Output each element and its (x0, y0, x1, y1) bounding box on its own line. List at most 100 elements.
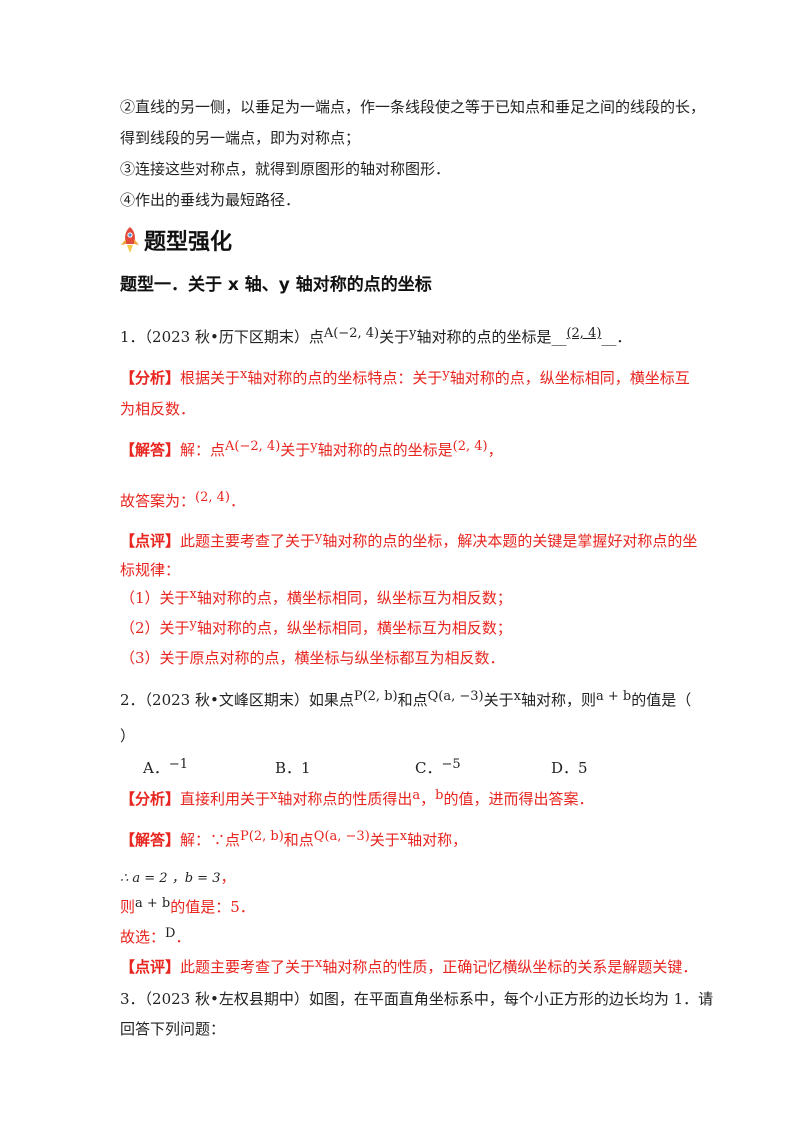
option-c-value: −5 (441, 757, 461, 772)
q2-comment: 【点评】此题主要考查了关于x轴对称点的性质，正确记忆横纵坐标的关系是解题关键． (120, 956, 697, 980)
option-b[interactable]: B．1 (275, 757, 311, 778)
option-d-value: 5 (578, 759, 588, 777)
q1-answer: (2, 4) (566, 326, 602, 341)
option-d[interactable]: D．5 (551, 757, 588, 778)
q2-solution-q: Q(a, −3) (313, 829, 370, 844)
q1-rule2-a: （2）关于 (120, 619, 190, 637)
q1-axis: y (409, 326, 417, 341)
q1-rule1-b: 轴对称的点，横坐标相同，纵坐标互为相反数； (196, 589, 512, 607)
q1-mid2: 轴对称的点的坐标是 (416, 328, 552, 346)
option-a-label: A． (143, 759, 169, 777)
q1-solution-ans: (2, 4) (452, 439, 488, 454)
q1-blank-pre: __ (551, 328, 567, 346)
q1-comment-cont: 标规律： (120, 561, 181, 579)
q1-solution-d: ， (487, 441, 503, 459)
q1-rule2-b: 轴对称的点，纵坐标相同，横坐标互为相反数； (196, 619, 512, 637)
q2-point-q: Q(a, −3) (427, 689, 484, 704)
q2-comment-tag: 【点评】 (120, 958, 181, 976)
q2-analysis-c: ， (420, 790, 436, 808)
q1-rule2-y: y (189, 617, 197, 632)
q2-analysis-x: x (270, 788, 278, 803)
q1-rule-2: （2）关于y轴对称的点，纵坐标相同，横坐标互为相反数； (120, 617, 690, 641)
q2-then-b: 的值是：5． (170, 898, 255, 916)
q2-point-p: P(2, b) (353, 689, 398, 704)
q2-therefore-a: ∴ a = 2 ， (120, 871, 185, 886)
q2-solution: 【解答】解：∵点P(2, b)和点Q(a, −3)关于x轴对称， (120, 829, 690, 853)
q1-analysis-cont: 为相反数． (120, 400, 196, 418)
q2-therefore-b: b = 3 (184, 871, 221, 886)
rocket-icon (121, 227, 139, 253)
q1-comment-y: y (315, 530, 323, 545)
q1-comment-tag: 【点评】 (120, 532, 181, 550)
q1-solution-y: y (310, 439, 318, 454)
q1-comment-a: 此题主要考查了关于 (180, 532, 316, 550)
q2-axis: x (513, 689, 521, 704)
q2-solution-b: 和点 (283, 831, 314, 849)
q2-mid2: 关于 (483, 691, 514, 709)
step-4: ④作出的垂线为最短路径． (120, 191, 301, 209)
section-title: 题型强化 (144, 230, 233, 255)
q2-stem: 2．（2023 秋•文峰区期末）如果点P(2, b)和点Q(a, −3)关于x轴… (120, 689, 692, 713)
q2-prefix: 2．（2023 秋•文峰区期末）如果点 (120, 691, 354, 709)
q1-solution-c: 轴对称的点的坐标是 (317, 441, 453, 459)
q2-then: 则a + b的值是：5． (120, 896, 690, 920)
q2-mid4: 的值是（ (631, 691, 692, 709)
q1-rule1-a: （1）关于 (120, 589, 190, 607)
q1-comment: 【点评】此题主要考查了关于y轴对称的点的坐标，解决本题的关键是掌握好对称点的坐 (120, 530, 697, 554)
q2-stem-close: ） (120, 727, 136, 745)
q1-analysis-x: x (240, 367, 248, 382)
q2-solution-tag: 【解答】 (120, 831, 181, 849)
q2-comment-x: x (315, 956, 323, 971)
q1-analysis-c: 轴对称的点，纵坐标相同，横坐标互 (449, 369, 690, 387)
q1-blank-post: __． (601, 328, 632, 346)
q3-stem-line-2: 回答下列问题： (120, 1020, 226, 1038)
q2-solution-x: x (399, 829, 408, 844)
q2-then-expr: a + b (135, 896, 171, 911)
q2-mid3: 轴对称，则 (520, 691, 596, 709)
q2-choice-letter: D (165, 926, 176, 941)
q2-mid1: 和点 (397, 691, 428, 709)
option-b-label: B． (275, 759, 302, 777)
q1-solution-b: 关于 (280, 441, 311, 459)
q2-analysis-d: 的值，进而得出答案． (443, 790, 594, 808)
step-2-line-1: ②直线的另一侧，以垂足为一端点，作一条线段使之等于已知点和垂足之间的线段的长， (120, 98, 706, 116)
q2-analysis-tag: 【分析】 (120, 790, 181, 808)
section-heading: 题型强化 (118, 224, 232, 256)
q2-then-a: 则 (120, 898, 136, 916)
step-3: ③连接这些对称点，就得到原图形的轴对称图形． (120, 160, 451, 178)
step-2-line-2: 得到线段的另一端点，即为对称点； (120, 129, 361, 147)
q2-solution-p: P(2, b) (240, 829, 284, 844)
q1-analysis: 【分析】根据关于x轴对称的点的坐标特点：关于y轴对称的点，纵坐标相同，横坐标互 (120, 367, 690, 391)
q1-analysis-tag: 【分析】 (120, 369, 181, 387)
option-c[interactable]: C．−5 (415, 757, 461, 778)
option-a-value: −1 (168, 757, 189, 772)
option-d-label: D． (551, 759, 579, 777)
q1-solution-tag: 【解答】 (120, 441, 181, 459)
q1-final-b: ． (229, 492, 245, 510)
q1-analysis-b: 轴对称的点的坐标特点：关于 (247, 369, 443, 387)
q2-solution-a: 解：∵点 (180, 831, 241, 849)
q2-choice-b: ． (175, 928, 191, 946)
option-a[interactable]: A．−1 (143, 757, 188, 778)
q1-final: 故答案为：(2, 4)． (120, 490, 690, 514)
q1-analysis-a: 根据关于 (180, 369, 241, 387)
q2-analysis-vb: b (435, 788, 444, 803)
q3-stem-line-1: 3．（2023 秋•左权县期中）如图，在平面直角坐标系中，每个小正方形的边长均为… (120, 990, 714, 1008)
q1-final-ans: (2, 4) (195, 490, 230, 505)
q2-therefore: ∴ a = 2 ，b = 3， (120, 866, 690, 890)
q2-choice: 故选：D． (120, 926, 690, 950)
q1-mid1: 关于 (379, 328, 410, 346)
q2-expr: a + b (595, 689, 632, 704)
q1-rule-3: （3）关于原点对称的点，横坐标与纵坐标都互为相反数． (120, 649, 505, 667)
q2-choice-a: 故选： (120, 928, 166, 946)
q2-analysis: 【分析】直接利用关于x轴对称点的性质得出a，b的值，进而得出答案． (120, 788, 690, 812)
q2-comment-b: 轴对称点的性质，正确记忆横纵坐标的关系是解题关键． (322, 958, 698, 976)
q1-prefix: 1．（2023 秋•历下区期末）点 (120, 328, 324, 346)
q2-comment-a: 此题主要考查了关于 (180, 958, 316, 976)
q2-analysis-va: a (412, 788, 421, 803)
q1-rule-1: （1）关于x轴对称的点，横坐标相同，纵坐标互为相反数； (120, 587, 690, 611)
q1-comment-b: 轴对称的点的坐标，解决本题的关键是掌握好对称点的坐 (322, 532, 698, 550)
q1-rule1-x: x (189, 587, 197, 602)
q2-analysis-a: 直接利用关于 (180, 790, 271, 808)
